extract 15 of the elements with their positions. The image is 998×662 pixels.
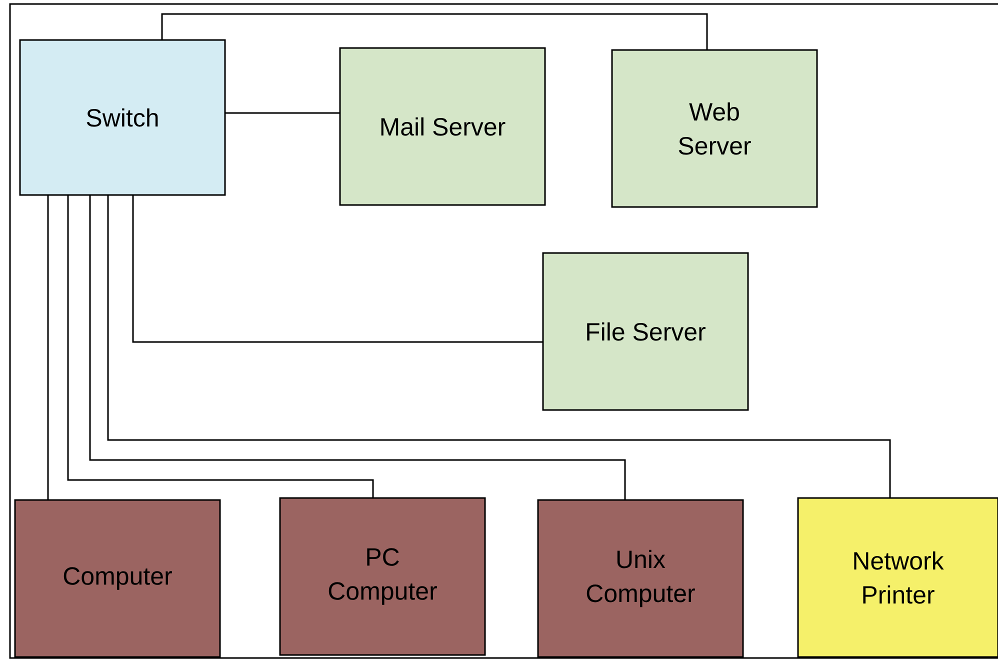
device-box: Unix Computer [537,499,744,658]
device-box: Mail Server [339,47,546,206]
cable-line [225,112,340,114]
cable-line [47,195,49,500]
device-box: Computer [14,499,221,658]
cable-line [107,195,891,498]
cable-line [132,195,543,343]
cable-line [67,195,374,498]
device-box: File Server [542,252,749,411]
cable-line [89,195,626,500]
device-box: Network Printer [797,497,998,658]
cable-line [161,13,708,50]
device-box: Web Server [611,49,818,208]
device-box: PC Computer [279,497,486,656]
device-box: Switch [19,39,226,196]
